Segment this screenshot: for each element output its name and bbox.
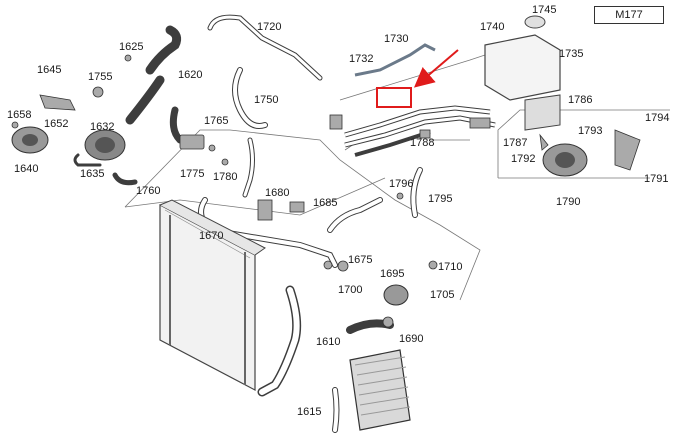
part-label[interactable]: 1730 — [384, 33, 409, 45]
part-label[interactable]: 1745 — [532, 4, 557, 16]
part-label[interactable]: 1790 — [556, 196, 581, 208]
part-label[interactable]: 1632 — [90, 121, 115, 133]
part-label[interactable]: 1670 — [199, 230, 224, 242]
pump-1632 — [84, 129, 126, 161]
part-label[interactable]: 1700 — [338, 284, 363, 296]
part-label[interactable]: 1787 — [503, 137, 528, 149]
part-label[interactable]: 1690 — [399, 333, 424, 345]
part-label[interactable]: 1780 — [213, 171, 238, 183]
part-label[interactable]: 1720 — [257, 21, 282, 33]
highlight-arrow — [413, 49, 459, 88]
part-label[interactable]: 1685 — [313, 197, 338, 209]
part-label[interactable]: 1645 — [37, 64, 62, 76]
leader-lines — [124, 39, 670, 301]
part-label[interactable]: 1796 — [389, 178, 414, 190]
aux-radiator — [349, 349, 411, 431]
model-label: M177 — [594, 6, 664, 24]
pipe-assembly-1785 — [344, 105, 496, 157]
part-label[interactable]: 1755 — [88, 71, 113, 83]
part-label[interactable]: 1735 — [559, 48, 584, 60]
part-label[interactable]: 1635 — [80, 168, 105, 180]
bracket-1786 — [524, 94, 561, 131]
part-1695 — [383, 284, 409, 306]
part-label[interactable]: 1610 — [316, 336, 341, 348]
part-label[interactable]: 1640 — [14, 163, 39, 175]
highlight-box — [376, 87, 412, 108]
part-label[interactable]: 1710 — [438, 261, 463, 273]
hose-1732 — [354, 43, 436, 77]
part-label[interactable]: 1795 — [428, 193, 453, 205]
part-label[interactable]: 1680 — [265, 187, 290, 199]
part-label[interactable]: 1705 — [430, 289, 455, 301]
part-label[interactable]: 1615 — [297, 406, 322, 418]
part-label[interactable]: 1740 — [480, 21, 505, 33]
part-label[interactable]: 1788 — [410, 137, 435, 149]
radiator — [159, 199, 266, 391]
part-label[interactable]: 1625 — [119, 41, 144, 53]
part-label[interactable]: 1732 — [349, 53, 374, 65]
part-label[interactable]: 1695 — [380, 268, 405, 280]
expansion-tank — [484, 15, 561, 101]
part-label[interactable]: 1786 — [568, 94, 593, 106]
fittings — [11, 54, 641, 328]
part-label[interactable]: 1750 — [254, 94, 279, 106]
pump-1640 — [11, 126, 49, 154]
part-label[interactable]: 1793 — [578, 125, 603, 137]
part-label[interactable]: 1775 — [180, 168, 205, 180]
part-label[interactable]: 1765 — [204, 115, 229, 127]
part-label[interactable]: 1658 — [7, 109, 32, 121]
pump-1790 — [542, 143, 588, 177]
part-label[interactable]: 1760 — [136, 185, 161, 197]
part-label[interactable]: 1792 — [511, 153, 536, 165]
part-label[interactable]: 1794 — [645, 112, 670, 124]
part-label[interactable]: 1791 — [644, 173, 669, 185]
part-label[interactable]: 1652 — [44, 118, 69, 130]
part-label[interactable]: 1620 — [178, 69, 203, 81]
part-label[interactable]: 1675 — [348, 254, 373, 266]
